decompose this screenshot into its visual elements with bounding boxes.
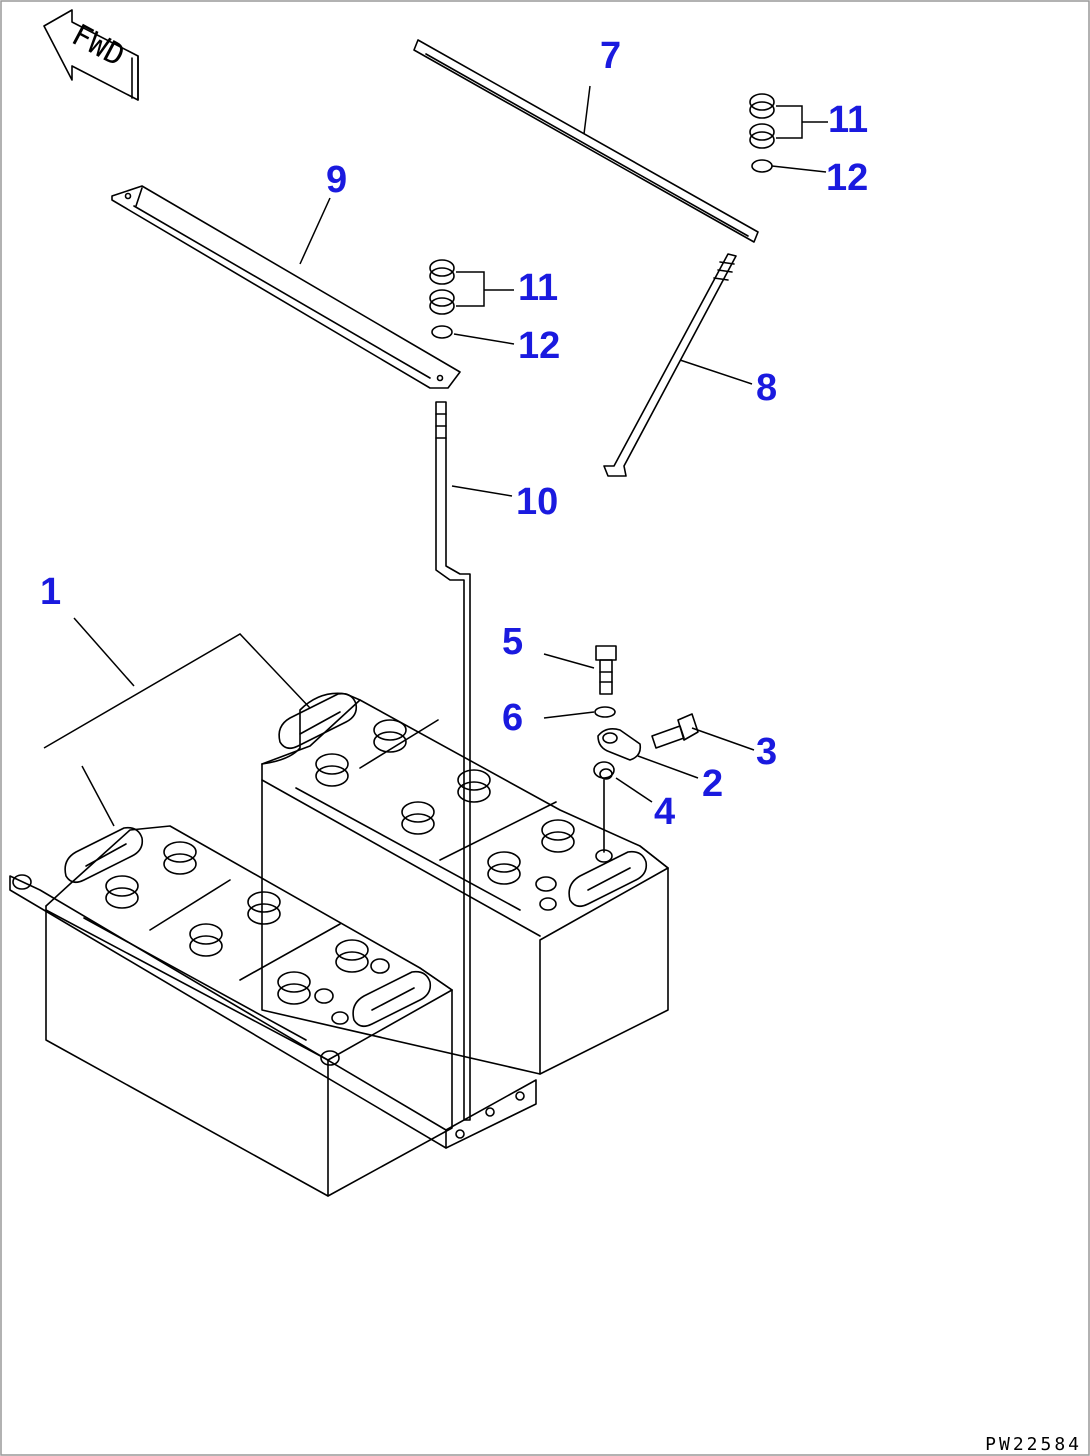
part-7-bar [413,39,759,243]
part-9-bar [111,185,461,389]
part-10-rod [435,401,471,1121]
callout-11-right: 11 [828,99,868,141]
part-1-battery-front [45,825,453,1197]
callout-8: 8 [756,367,777,409]
part-4-terminal [593,761,615,853]
part-8-rod [603,253,737,477]
callout-2: 2 [702,763,723,805]
callout-10: 10 [516,481,558,523]
callout-3: 3 [756,731,777,773]
callout-5: 5 [502,621,523,663]
callout-11-mid: 11 [518,267,558,309]
callout-9: 9 [326,159,347,201]
leader-lines [43,85,828,827]
fwd-arrow-icon: FWD [43,9,139,101]
callout-12-right: 12 [826,157,868,199]
callout-6: 6 [502,697,523,739]
callout-numbers: 1 2 3 4 5 6 7 8 9 10 11 11 12 12 [40,35,868,833]
part-11-nuts-mid [429,259,455,315]
callout-7: 7 [600,35,621,77]
part-3-bolt [651,713,699,749]
hold-down-bracket [9,874,537,1149]
part-5-bolt [595,645,617,695]
part-6-washer [594,706,616,718]
part-12-washer-mid [431,325,453,339]
callout-4: 4 [654,791,675,833]
part-1-battery-rear [261,692,669,1075]
callout-12-mid: 12 [518,325,560,367]
drawing-code: PW22584 [985,1434,1082,1455]
part-12-washer-right [751,159,773,173]
callout-1: 1 [40,571,61,613]
fwd-label: FWD [66,18,130,74]
part-2-clamp [597,728,642,761]
part-11-nuts-right [749,93,775,149]
